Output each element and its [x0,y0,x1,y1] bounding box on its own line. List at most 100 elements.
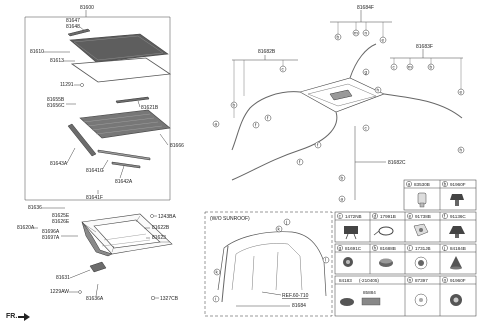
label-81655b: 81655B [47,97,65,103]
label-81621b: 81621B [141,105,159,111]
disc-icon [414,293,428,307]
callout-g-mid: g [362,68,370,76]
drain-plug-icon [379,258,393,267]
svg-text:k: k [278,227,281,232]
svg-text:84184B: 84184B [450,246,466,251]
svg-text:j: j [285,220,287,225]
svg-text:e: e [409,214,412,219]
svg-text:b: b [233,103,236,108]
svg-text:e: e [382,38,385,43]
cell-f-header: f 91136C [442,213,466,219]
rear-left-drain-hose [231,111,338,181]
svg-text:91960F: 91960F [450,182,466,187]
callout-a-lower: a [338,195,346,203]
svg-text:91738B: 91738B [415,214,431,219]
front-arrow-icon [18,313,30,321]
svg-text:n: n [365,31,368,36]
glass-seal [70,57,172,83]
svg-text:m: m [354,31,358,36]
label-81666: 81666 [170,143,184,149]
svg-text:f: f [267,116,269,121]
label-81641f: 81641F [86,195,103,201]
clip-icon [417,192,427,208]
label-81684: 81684 [292,303,306,309]
callout-e-top: e [379,36,387,44]
sunshade [79,109,171,139]
svg-text:17991B: 17991B [380,214,396,219]
callout-m-right: m [406,63,414,71]
callout-f-lower1: f [314,141,322,149]
wind-deflector [67,28,91,37]
callout-f-lower2: f [296,158,304,166]
label-81683f: 81683F [416,44,433,50]
label-81656c: 81656C [47,103,65,109]
label-1243ba: 1243BA [158,214,176,220]
label-81631: 81631 [56,275,70,281]
front-rail [115,96,150,104]
callout-f-left1: f [252,121,260,129]
callout-b-right: b [427,63,435,71]
svg-text:d: d [374,214,377,219]
callout-c-top: c [279,65,287,73]
label-81697a: 81697A [42,235,60,241]
callout-m-top: m [352,29,360,37]
inset-title: (W/O SUNROOF) [210,216,250,222]
label-81622b: 81622B [152,225,170,231]
label-81636: 81636 [28,205,42,211]
label-81636a: 81636A [86,296,104,302]
cell-a-header: a 83530B [406,181,430,187]
svg-text:83530B: 83530B [414,182,430,187]
callout-b-lower: b [338,174,346,182]
svg-text:1731JB: 1731JB [415,246,431,251]
callout-k-inset2: k [213,268,221,276]
svg-text:1472NB: 1472NB [345,214,362,219]
svg-text:i: i [215,297,216,302]
svg-text:f: f [444,214,446,219]
svg-text:k: k [216,270,219,275]
front-left-drain-hose [231,91,301,151]
callout-h-right: h [457,146,465,154]
callout-f-left2: f [264,114,272,122]
svg-text:(-210405): (-210405) [359,278,379,283]
callout-a-left: a [212,120,220,128]
left-guide-rail [67,123,97,157]
label-81626e: 81626E [52,219,70,225]
label-81648: 81648 [66,24,80,30]
sunroof-motor [89,261,107,273]
plug-icon [449,226,465,238]
svg-text:81691C: 81691C [345,246,362,251]
svg-text:o: o [444,278,447,283]
grommet-bolt-icon [450,194,464,206]
callout-k-inset1: k [275,225,283,233]
svg-text:c: c [393,65,396,70]
label-81647: 81647 [66,18,80,24]
svg-text:m: m [408,65,412,70]
svg-text:b: b [430,65,433,70]
svg-text:f: f [317,143,319,148]
label-1229aw: 1229AW [50,289,69,295]
without-sunroof-inset: (W/O SUNROOF) k j l k i REF.60-710 81684 [204,211,333,317]
svg-text:91136C: 91136C [450,214,466,219]
svg-text:h: h [460,148,463,153]
callout-b-mid: b [334,33,342,41]
svg-text:b: b [444,182,447,187]
pad-icon [340,298,354,306]
callout-c-lower: c [362,124,370,132]
callout-c-right: c [390,63,398,71]
bolt-grommet-icon [450,294,462,306]
svg-text:h: h [377,88,380,93]
callout-e-right: e [457,88,465,96]
label-ref-60-710: REF.60-710 [282,293,309,299]
svg-text:a: a [215,122,218,127]
grommet-icon [413,223,429,237]
right-guide-rail [97,149,151,161]
cell-b-header: b 91960F [442,181,466,187]
label-81643a-left: 81643A [50,161,68,167]
drain-hose-assembly: 81684F 81682B 81683F 81682C [231,5,463,200]
